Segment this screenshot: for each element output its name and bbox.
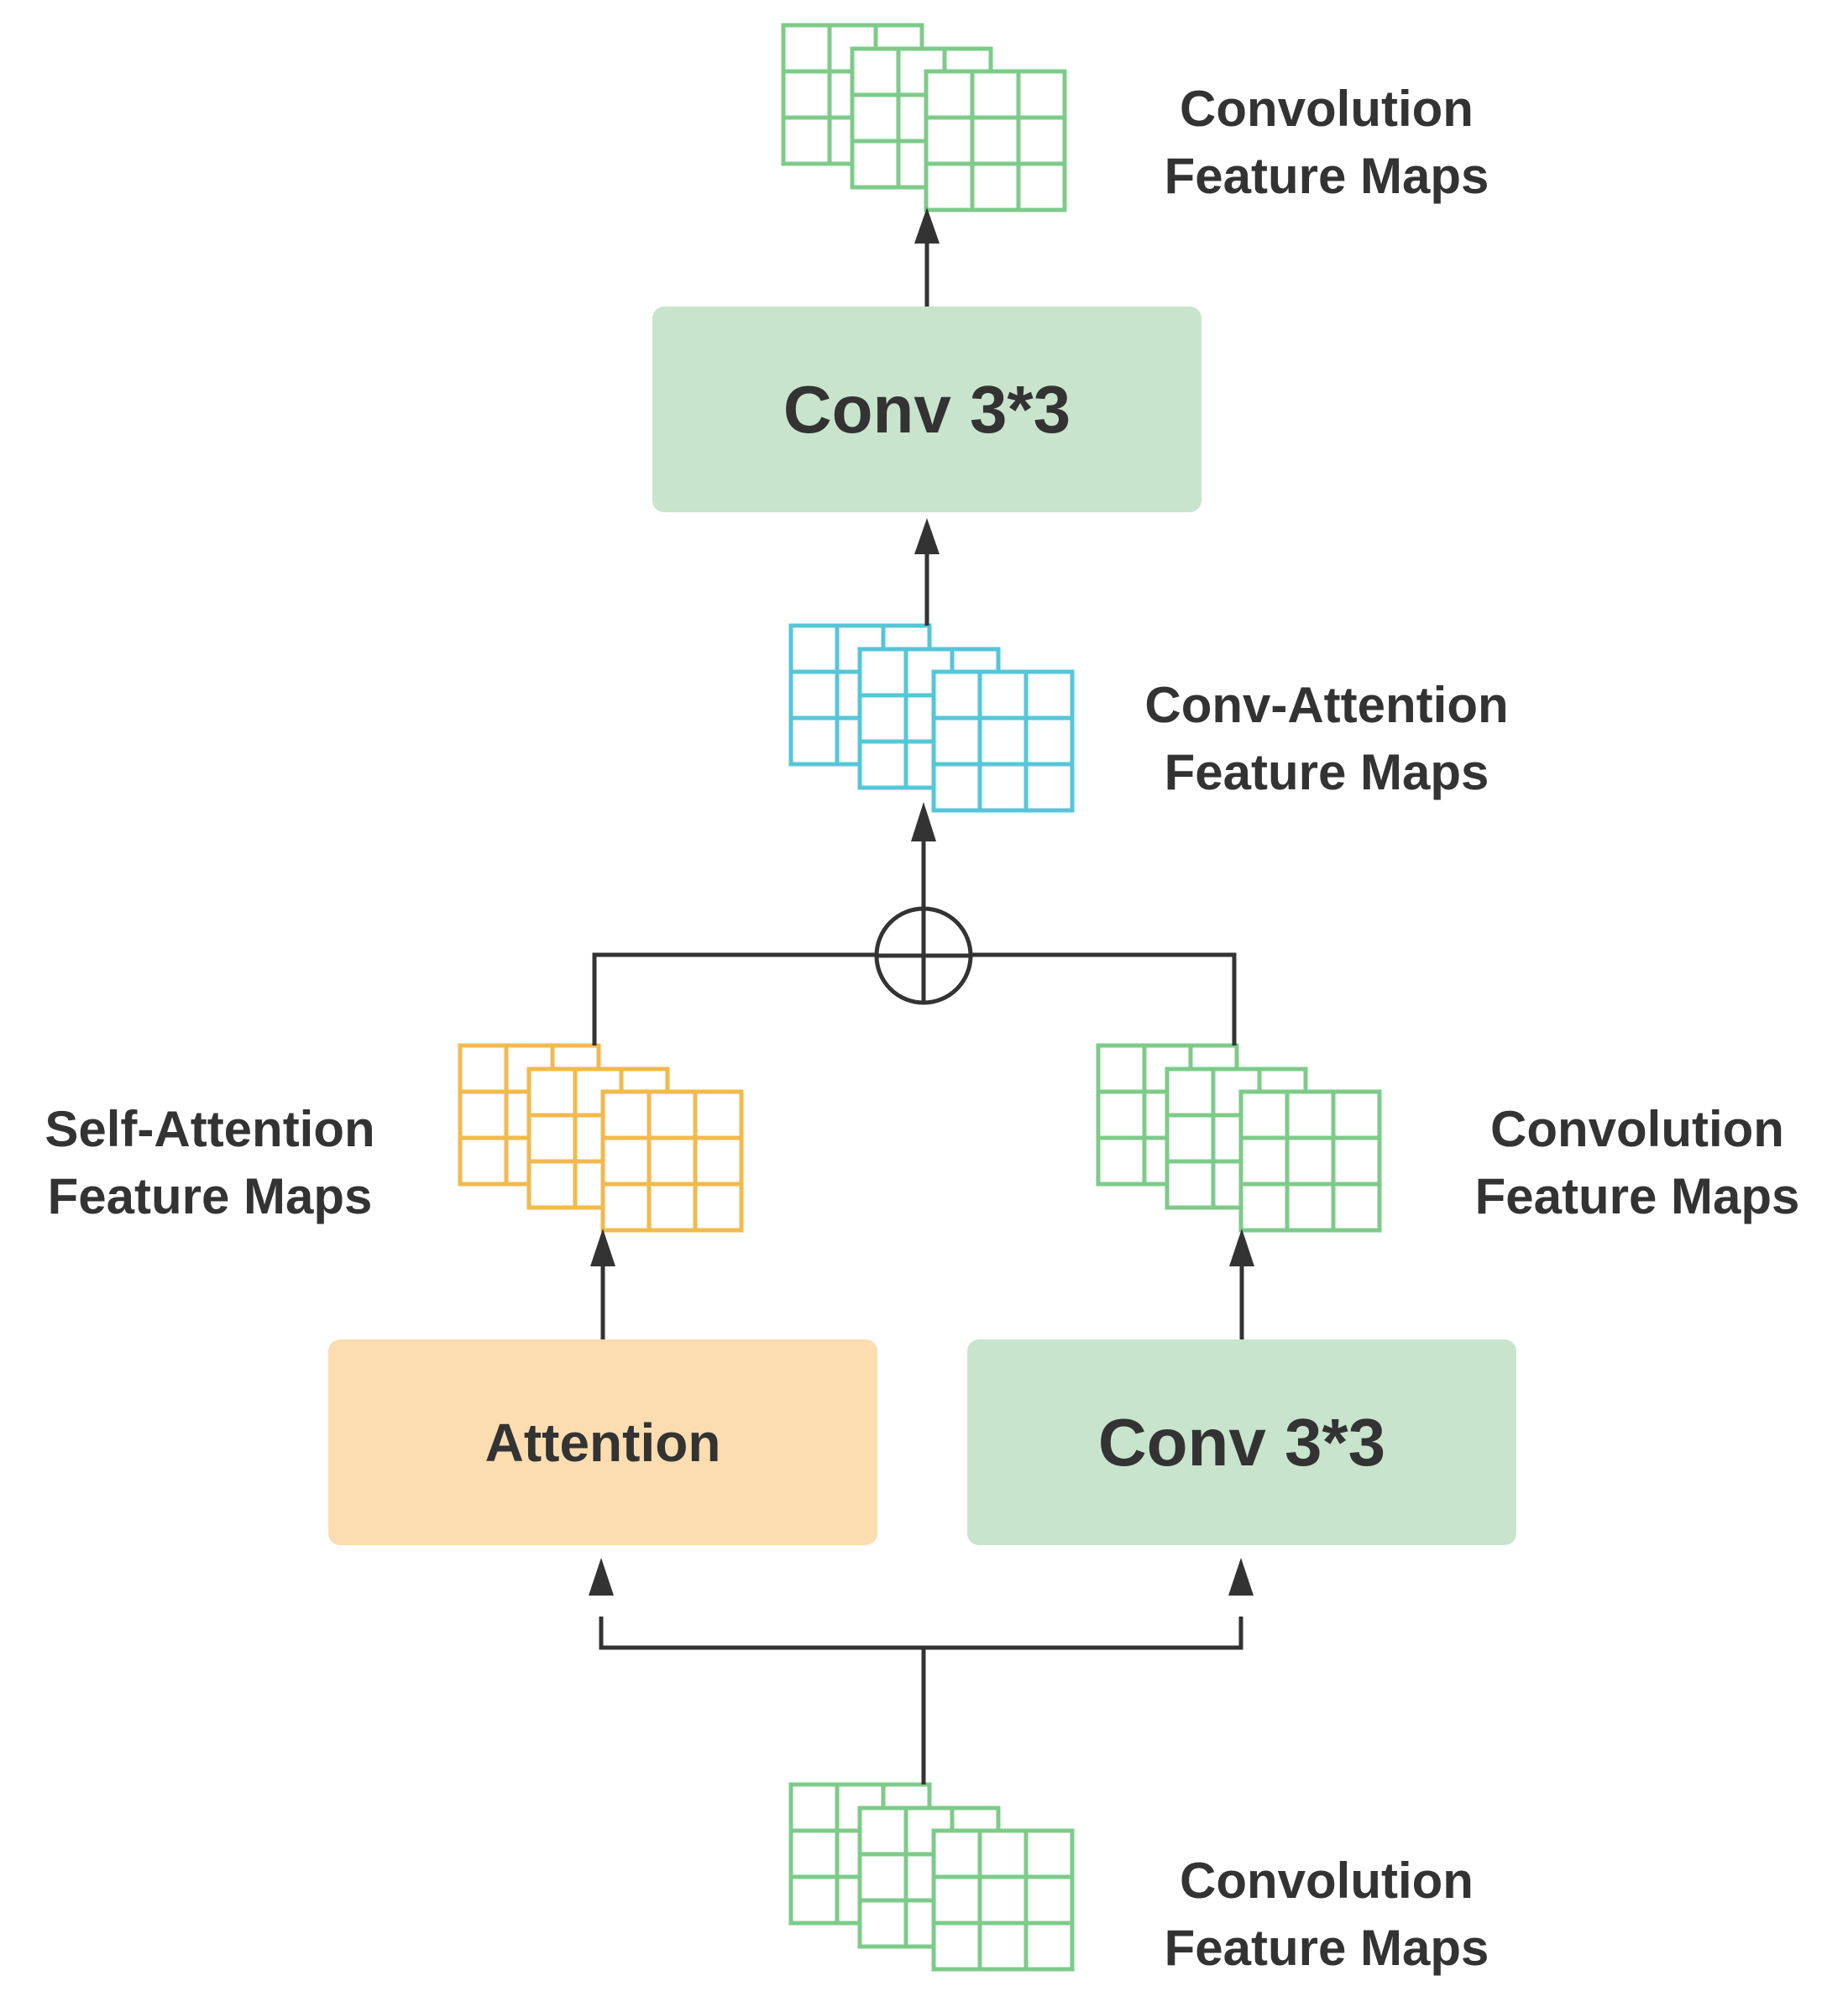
attention-box: Attention: [328, 1339, 877, 1545]
feature-map-layer-3: [931, 669, 1075, 813]
connectors: [592, 239, 1244, 1785]
feature-map-layer-3: [1238, 1089, 1382, 1233]
bottom-maps-label-line2: Feature Maps: [1164, 1920, 1489, 1976]
conv-box-right: Conv 3*3: [967, 1339, 1516, 1545]
conv-attention-maps-label-line2: Feature Maps: [1164, 744, 1489, 800]
top-maps-label-line1: Convolution: [1180, 81, 1474, 137]
self-attention-maps-label-line2: Feature Maps: [47, 1168, 373, 1224]
bottom-maps-label-line1: Convolution: [1180, 1853, 1474, 1909]
edge-input-split: [599, 1617, 1243, 1650]
edge-right-conv-to-sum: [971, 952, 1237, 1046]
arrowhead-convatt: [911, 802, 936, 841]
conv-attention-maps-label: Conv-Attention Feature Maps: [1100, 672, 1553, 806]
feature-map-layer-3: [931, 1828, 1075, 1972]
conv-attention-maps-label-line1: Conv-Attention: [1144, 677, 1509, 733]
arrowhead-right-maps: [1229, 1229, 1254, 1266]
arrowhead-attention: [589, 1558, 614, 1596]
conv-box-top: Conv 3*3: [652, 307, 1201, 512]
arrowhead-conv-right: [1228, 1558, 1254, 1596]
arrowhead-self-att-maps: [590, 1229, 615, 1266]
self-attention-maps-label: Self-Attention Feature Maps: [8, 1096, 411, 1230]
output-feature-maps: [781, 23, 1067, 212]
right-conv-maps-label-line1: Convolution: [1490, 1101, 1784, 1157]
arrowheads: [589, 207, 1254, 1596]
conv-box-top-label: Conv 3*3: [783, 371, 1071, 447]
right-convolution-feature-maps: [1096, 1043, 1382, 1233]
right-conv-maps-label-line2: Feature Maps: [1474, 1168, 1800, 1224]
feature-map-layer-3: [600, 1089, 744, 1233]
sum-node: [874, 906, 973, 1005]
bottom-maps-label: Convolution Feature Maps: [1125, 1847, 1528, 1982]
input-feature-maps: [788, 1782, 1075, 1972]
attention-box-label: Attention: [484, 1412, 721, 1473]
conv-box-right-label: Conv 3*3: [1097, 1404, 1386, 1480]
top-maps-label-line2: Feature Maps: [1164, 148, 1489, 204]
edge-self-att-to-sum: [592, 952, 876, 1046]
self-attention-feature-maps: [458, 1043, 744, 1233]
arrowhead-conv-top: [914, 518, 940, 554]
arrowhead-output: [914, 207, 940, 244]
feature-map-layer-3: [924, 69, 1067, 212]
top-maps-label: Convolution Feature Maps: [1125, 76, 1528, 210]
right-conv-maps-label: Convolution Feature Maps: [1436, 1096, 1839, 1230]
conv-attention-feature-maps: [788, 623, 1075, 813]
self-attention-maps-label-line1: Self-Attention: [44, 1101, 375, 1157]
